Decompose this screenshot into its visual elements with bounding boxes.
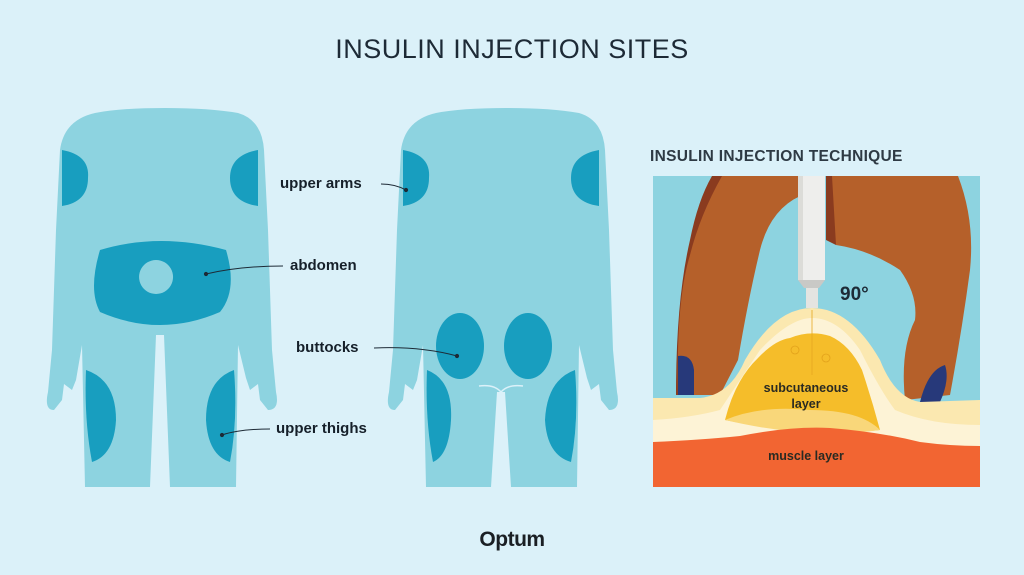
technique-illustration [653, 176, 980, 487]
muscle-layer-label: muscle layer [768, 449, 844, 463]
fat-layer [725, 333, 880, 433]
subcutaneous-label-line1: subcutaneous [763, 381, 849, 395]
right-nail [920, 365, 947, 402]
front-upper-arm-right-site [230, 150, 258, 206]
optum-logo: Optum [479, 528, 545, 551]
leader-lines [203, 183, 460, 438]
pen-needle-tip [806, 288, 818, 308]
abdomen-site [94, 241, 231, 325]
label-upper-thighs: upper thighs [276, 420, 367, 437]
subcutaneous-label-line2: layer [791, 397, 821, 411]
label-buttocks: buttocks [296, 339, 359, 356]
back-body-figure [387, 108, 618, 487]
front-upper-arm-left-site [62, 150, 89, 206]
label-abdomen: abdomen [290, 257, 357, 274]
page-title: INSULIN INJECTION SITES [335, 34, 689, 64]
technique-title: INSULIN INJECTION TECHNIQUE [650, 148, 903, 165]
angle-label: 90° [840, 284, 869, 305]
left-nail [678, 355, 694, 395]
front-thigh-right-site [206, 370, 236, 462]
muscle-layer [653, 427, 980, 487]
front-thigh-left-site [85, 370, 116, 462]
label-upper-arms: upper arms [280, 175, 362, 192]
front-body-figure [46, 108, 277, 487]
